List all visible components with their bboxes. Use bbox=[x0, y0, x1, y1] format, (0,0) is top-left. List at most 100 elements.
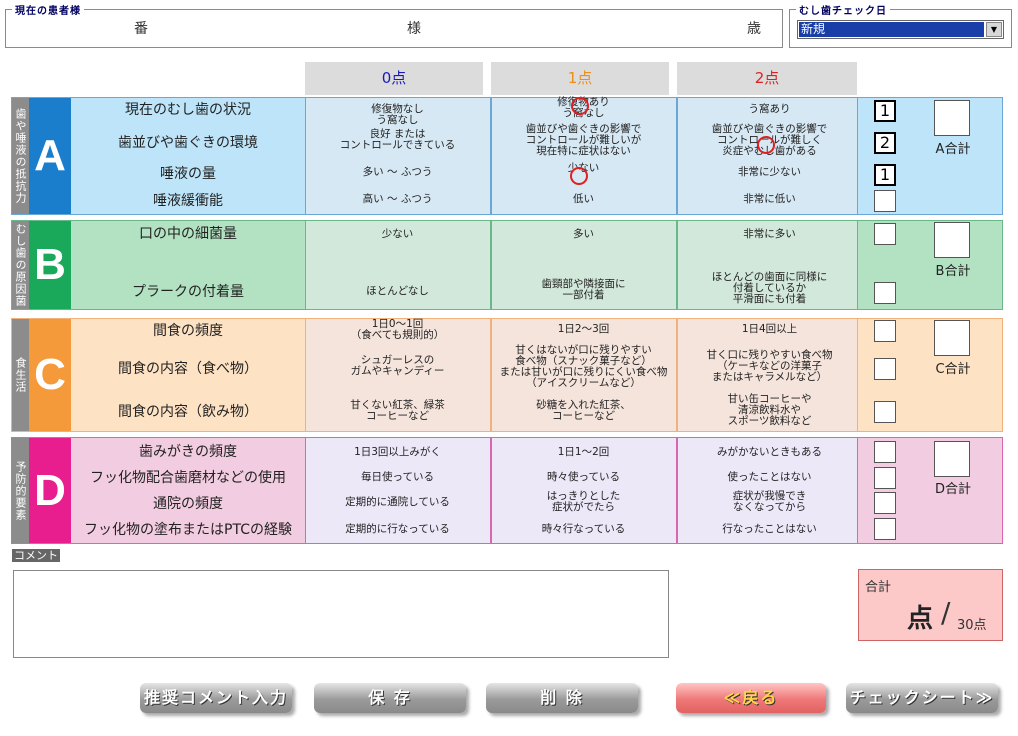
recommend-comment-button[interactable]: 推奨コメント入力 bbox=[140, 683, 292, 713]
score-2-description[interactable]: 甘く口に残りやすい食べ物 （ケーキなどの洋菓子 またはキャラメルなど） bbox=[706, 349, 833, 383]
score-input[interactable] bbox=[874, 401, 896, 423]
score-2-description[interactable]: う窩あり bbox=[748, 103, 791, 115]
score-1-description[interactable]: 砂糖を入れた紅茶、 コーヒーなど bbox=[536, 399, 631, 422]
score-1-description[interactable]: 甘くはないが口に残りやすい 食べ物（スナック菓子など） または甘いが口に残りにく… bbox=[499, 344, 668, 389]
score-input[interactable] bbox=[874, 223, 896, 245]
score-input[interactable]: 2 bbox=[874, 132, 896, 154]
score-2-description[interactable]: ほとんどの歯面に同様に 付着しているか 平滑面にも付着 bbox=[711, 271, 828, 305]
score-0-description[interactable]: ほとんどなし bbox=[366, 285, 429, 297]
score-input[interactable] bbox=[874, 190, 896, 212]
score-2-description[interactable]: 1日4回以上 bbox=[741, 323, 798, 335]
section-c-letter: C bbox=[29, 319, 71, 431]
section-total-label: A合計 bbox=[935, 142, 971, 157]
delete-button[interactable]: 削 除 bbox=[486, 683, 638, 713]
score-2-description[interactable]: 使ったことはない bbox=[727, 471, 812, 483]
section-total-box bbox=[934, 100, 970, 136]
score-1-description[interactable]: 歯頸部や隣接面に 一部付着 bbox=[541, 278, 626, 301]
score-0-description[interactable]: 1日0～1回 （食べても規則的） bbox=[350, 318, 445, 341]
score-0-description[interactable]: 定期的に通院している bbox=[345, 496, 450, 508]
section-total-label: B合計 bbox=[935, 264, 971, 279]
score-1-description[interactable]: 1日2～3回 bbox=[557, 323, 610, 335]
score-1-description[interactable]: 多い bbox=[573, 228, 594, 240]
score-column-2 bbox=[677, 319, 858, 431]
score-0-description[interactable]: 少ない bbox=[381, 228, 414, 240]
score-1-description[interactable]: 低い bbox=[573, 193, 594, 205]
criterion-label: 口の中の細菌量 bbox=[139, 226, 237, 242]
score-input[interactable]: 1 bbox=[874, 164, 896, 186]
comment-input[interactable] bbox=[13, 570, 669, 658]
score-1-description[interactable]: はっきりとした 症状がでたら bbox=[546, 490, 621, 513]
criterion-label: 唾液の量 bbox=[160, 166, 216, 182]
score-header-0: 0点 bbox=[305, 62, 483, 95]
score-1-description[interactable]: 時々使っている bbox=[547, 471, 620, 483]
save-button[interactable]: 保 存 bbox=[314, 683, 466, 713]
total-slash: / bbox=[941, 596, 951, 629]
comment-label: コメント bbox=[12, 549, 60, 562]
score-1-description[interactable]: 時々行なっている bbox=[541, 523, 626, 535]
score-column-0 bbox=[305, 98, 491, 214]
score-column-0 bbox=[305, 319, 491, 431]
score-2-description[interactable]: 非常に多い bbox=[743, 228, 796, 240]
score-input[interactable] bbox=[874, 518, 896, 540]
criterion-label: 歯並びや歯ぐきの環境 bbox=[118, 135, 258, 151]
score-0-description[interactable]: 定期的に行なっている bbox=[345, 523, 450, 535]
score-input[interactable] bbox=[874, 492, 896, 514]
score-2-description[interactable]: 症状が我慢でき なくなってから bbox=[732, 490, 807, 513]
score-input[interactable]: 1 bbox=[874, 100, 896, 122]
section-a-category: 歯や唾液の抵抗力 bbox=[12, 98, 29, 214]
section-d-category: 予防的要素 bbox=[12, 438, 29, 543]
score-0-description[interactable]: 高い ～ ふつう bbox=[362, 193, 433, 205]
score-1-description[interactable]: 1日1～2回 bbox=[557, 446, 610, 458]
patient-number-suffix: 番 bbox=[134, 21, 148, 37]
score-0-description[interactable]: シュガーレスの ガムやキャンディー bbox=[350, 354, 445, 377]
score-input[interactable] bbox=[874, 320, 896, 342]
score-2-description[interactable]: 非常に低い bbox=[743, 193, 796, 205]
total-max: 30点 bbox=[957, 618, 987, 633]
score-column-2 bbox=[677, 221, 858, 309]
check-date-legend: むし歯チェック日 bbox=[799, 6, 887, 17]
section-b-category: むし歯の原因菌 bbox=[12, 221, 29, 309]
mark-circle bbox=[571, 97, 589, 115]
criterion-label: フッ化物配合歯磨材などの使用 bbox=[90, 470, 286, 486]
score-column-1 bbox=[491, 438, 677, 543]
score-0-description[interactable]: 修復物なし う窩なし bbox=[371, 103, 424, 126]
score-0-description[interactable]: 甘くない紅茶、緑茶 コーヒーなど bbox=[350, 399, 445, 422]
back-button[interactable]: ≪戻る bbox=[676, 683, 826, 713]
score-2-description[interactable]: 行なったことはない bbox=[722, 523, 817, 535]
section-d-letter: D bbox=[29, 438, 71, 543]
criterion-label: 間食の頻度 bbox=[153, 323, 223, 339]
score-column-1 bbox=[491, 98, 677, 214]
score-2-description[interactable]: みがかないときもある bbox=[717, 446, 822, 458]
total-label: 合計 bbox=[865, 580, 892, 595]
criterion-label: フッ化物の塗布またはPTCの経験 bbox=[84, 522, 292, 538]
total-unit: 点 bbox=[907, 604, 934, 634]
patient-age-suffix: 歳 bbox=[747, 21, 761, 37]
check-date-selected: 新規 bbox=[799, 22, 984, 37]
score-2-description[interactable]: 非常に少ない bbox=[738, 166, 801, 178]
patient-name-suffix: 様 bbox=[407, 21, 421, 37]
check-date-panel: むし歯チェック日 bbox=[789, 2, 1012, 48]
score-input[interactable] bbox=[874, 441, 896, 463]
score-0-description[interactable]: 多い ～ ふつう bbox=[362, 166, 433, 178]
section-a-letter: A bbox=[29, 98, 71, 214]
criterion-label: 間食の内容（食べ物） bbox=[118, 361, 258, 377]
score-header-1: 1点 bbox=[491, 62, 669, 95]
score-0-description[interactable]: 良好 または コントロールできている bbox=[339, 128, 456, 151]
score-2-description[interactable]: 甘い缶コーヒーや 清涼飲料水や スポーツ飲料など bbox=[727, 393, 812, 427]
section-total-box bbox=[934, 222, 970, 258]
score-0-description[interactable]: 毎日使っている bbox=[361, 471, 434, 483]
section-total-box bbox=[934, 320, 970, 356]
checksheet-button[interactable]: チェックシート≫ bbox=[846, 683, 998, 713]
check-date-select[interactable]: 新規 ▼ bbox=[797, 20, 1004, 39]
section-total-box bbox=[934, 441, 970, 477]
score-input[interactable] bbox=[874, 282, 896, 304]
chevron-down-icon[interactable]: ▼ bbox=[986, 22, 1002, 37]
score-column-2 bbox=[677, 98, 858, 214]
current-patient-legend: 現在の患者様 bbox=[15, 6, 81, 17]
score-input[interactable] bbox=[874, 358, 896, 380]
score-0-description[interactable]: 1日3回以上みがく bbox=[354, 446, 441, 458]
current-patient-panel: 現在の患者様 bbox=[5, 2, 783, 48]
score-1-description[interactable]: 歯並びや歯ぐきの影響で コントロールが難しいが 現在特に症状はない bbox=[525, 123, 642, 157]
score-input[interactable] bbox=[874, 467, 896, 489]
